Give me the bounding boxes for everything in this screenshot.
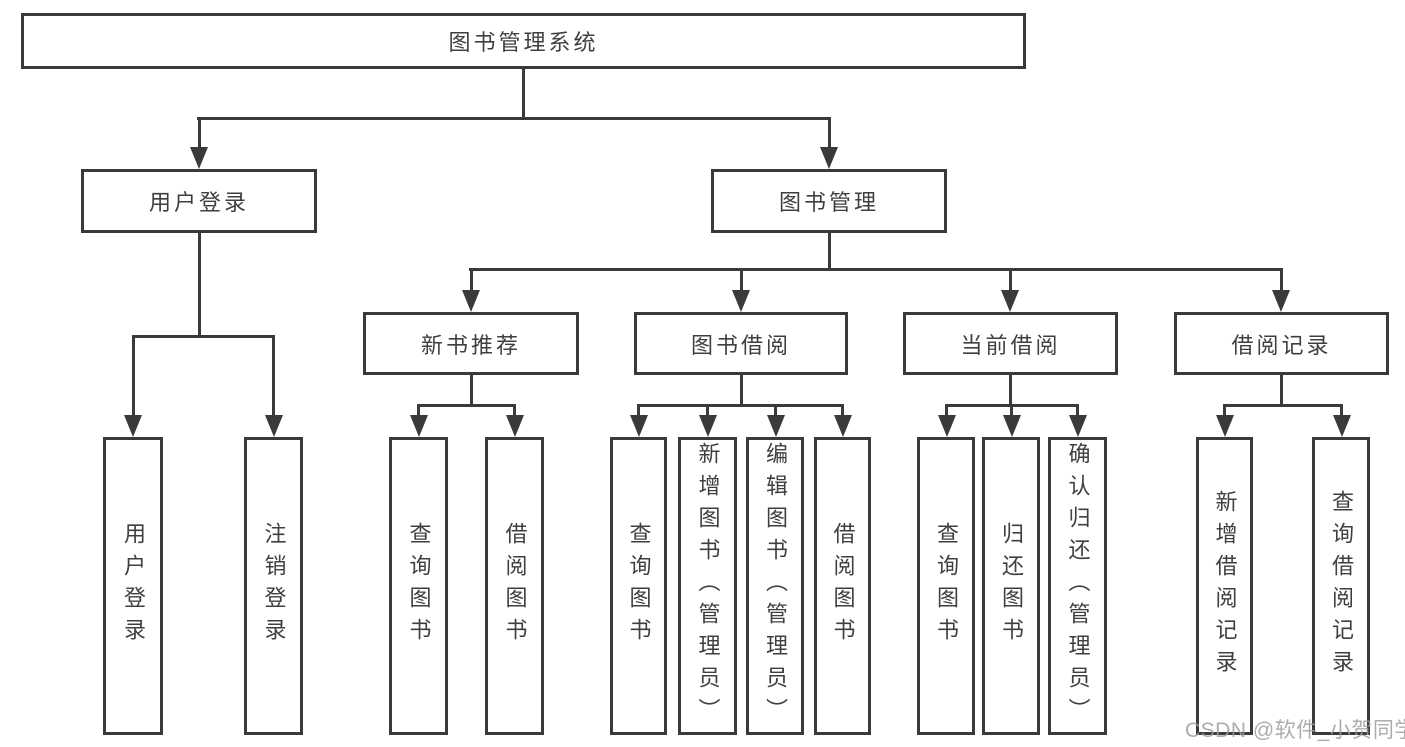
leaf-user-login-label: 用户登录 [121,522,146,650]
leaf-edit-books-admin: 编辑图书（管理员） [746,437,804,735]
arrowhead [732,290,750,312]
connector-book-borrow-branch [637,404,844,407]
node-user-login: 用户登录 [81,169,317,233]
leaf-add-borrow-record-label: 新增借阅记录 [1212,490,1238,682]
node-current-borrow-label: 当前借阅 [960,332,1061,358]
node-borrow-records-label: 借阅记录 [1231,332,1332,358]
arrowhead [462,290,480,312]
arrowhead [265,415,283,437]
arrowhead [190,147,208,169]
leaf-query-books-borrow-label: 查询图书 [626,522,652,650]
connector-level3-branch [469,268,1283,271]
arrowhead [938,415,956,437]
node-current-borrow: 当前借阅 [903,312,1118,375]
leaf-confirm-return-admin-label: 确认归还（管理员） [1065,442,1091,730]
arrowhead [834,415,852,437]
connector-to-leaf-logout [272,335,275,415]
node-borrow-records: 借阅记录 [1174,312,1389,375]
connector-to-leaf-user-login [132,335,135,415]
arrowhead [699,415,717,437]
connector-leaf [774,404,777,415]
arrowhead [1001,290,1019,312]
node-book-management-label: 图书管理 [778,190,879,215]
connector-to-book-management [828,117,831,147]
leaf-query-books-current: 查询图书 [917,437,975,735]
csdn-watermark: CSDN @软件_小贺同学 [1185,719,1405,742]
arrowhead [767,415,785,437]
connector-new-book-branch [417,404,516,407]
leaf-add-books-admin: 新增图书（管理员） [678,437,737,735]
leaf-user-login: 用户登录 [103,437,163,735]
node-root: 图书管理系统 [21,13,1026,69]
arrowhead [1272,290,1290,312]
connector-root-stub [522,69,525,117]
leaf-add-books-admin-label: 新增图书（管理员） [695,442,721,730]
leaf-borrow-books-recommend-label: 借阅图书 [502,522,528,650]
arrowhead [1003,415,1021,437]
connector-leaf [945,404,948,415]
node-book-borrow: 图书借阅 [634,312,848,375]
node-root-label: 图书管理系统 [448,30,599,55]
arrowhead [506,415,524,437]
node-user-login-label: 用户登录 [148,190,249,215]
arrowhead [630,415,648,437]
connector-to-current-borrow [1009,268,1012,290]
connector-leaf [637,404,640,415]
leaf-return-books-label: 归还图书 [999,522,1024,650]
leaf-edit-books-admin-label: 编辑图书（管理员） [763,442,788,730]
connector-book-borrow-stub [740,375,743,407]
connector-to-book-borrow [740,268,743,290]
arrowhead [820,147,838,169]
connector-level2-branch [197,117,831,120]
connector-to-borrow-records [1280,268,1283,290]
node-book-management: 图书管理 [711,169,947,233]
arrowhead [1333,415,1351,437]
connector-to-user-login [198,117,201,147]
leaf-query-books-recommend: 查询图书 [389,437,448,735]
arrowhead [1216,415,1234,437]
leaf-logout: 注销登录 [244,437,303,735]
leaf-query-books-borrow: 查询图书 [610,437,667,735]
connector-user-login-branch [132,335,275,338]
connector-current-borrow-stub [1009,375,1012,407]
connector-borrow-records-stub [1280,375,1283,407]
leaf-query-books-recommend-label: 查询图书 [406,522,432,650]
connector-leaf [513,404,516,415]
connector-book-management-stub [828,233,831,268]
connector-user-login-stub [198,233,201,335]
leaf-borrow-books-label: 借阅图书 [830,522,856,650]
leaf-query-books-current-label: 查询图书 [934,522,959,650]
leaf-query-borrow-record: 查询借阅记录 [1312,437,1370,735]
connector-leaf [841,404,844,415]
connector-to-new-book [470,268,473,290]
connector-leaf [417,404,420,415]
arrowhead [1069,415,1087,437]
leaf-borrow-books-recommend: 借阅图书 [485,437,544,735]
leaf-confirm-return-admin: 确认归还（管理员） [1048,437,1107,735]
connector-leaf [706,404,709,415]
arrowhead [410,415,428,437]
connector-leaf [1076,404,1079,415]
node-new-book-recommend-label: 新书推荐 [420,332,521,358]
leaf-return-books: 归还图书 [982,437,1040,735]
leaf-query-borrow-record-label: 查询借阅记录 [1329,490,1354,682]
arrowhead [124,415,142,437]
leaf-logout-label: 注销登录 [261,522,287,650]
connector-leaf [1340,404,1343,415]
connector-borrow-records-branch [1223,404,1342,407]
connector-new-book-stub [470,375,473,407]
leaf-add-borrow-record: 新增借阅记录 [1196,437,1253,735]
connector-leaf [1223,404,1226,415]
leaf-borrow-books: 借阅图书 [814,437,871,735]
connector-leaf [1010,404,1013,415]
node-book-borrow-label: 图书借阅 [690,332,791,358]
node-new-book-recommend: 新书推荐 [363,312,579,375]
